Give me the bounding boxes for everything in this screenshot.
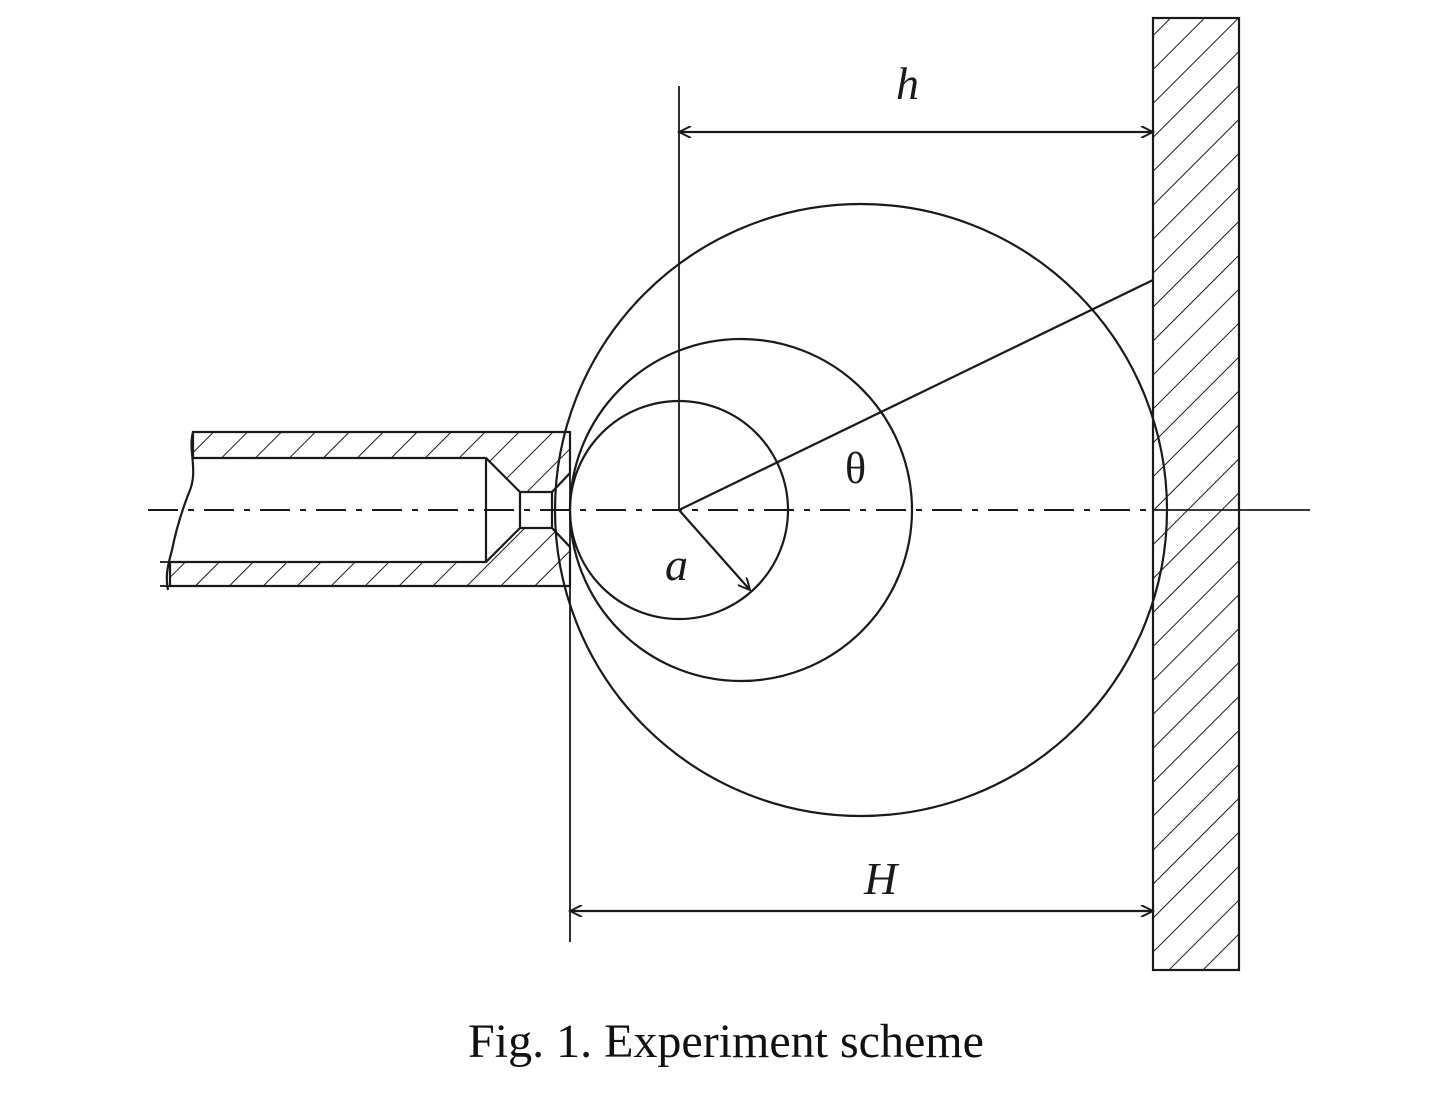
hatched-wall: [1151, 16, 1241, 972]
nozzle-upper-wall: [191, 430, 572, 494]
label-H: H: [863, 853, 900, 904]
radius-arrow-a: [678, 509, 750, 590]
label-theta: θ: [845, 444, 866, 493]
nozzle-break-line: [165, 431, 195, 591]
nozzle-tube: [160, 430, 572, 591]
label-h: h: [896, 58, 919, 109]
angle-line-theta: [678, 279, 1154, 511]
bubble-medium: [568, 337, 914, 683]
figure-caption: Fig. 1. Experiment scheme: [468, 1015, 984, 1068]
nozzle-lower-wall: [168, 526, 572, 588]
label-a: a: [665, 539, 688, 590]
